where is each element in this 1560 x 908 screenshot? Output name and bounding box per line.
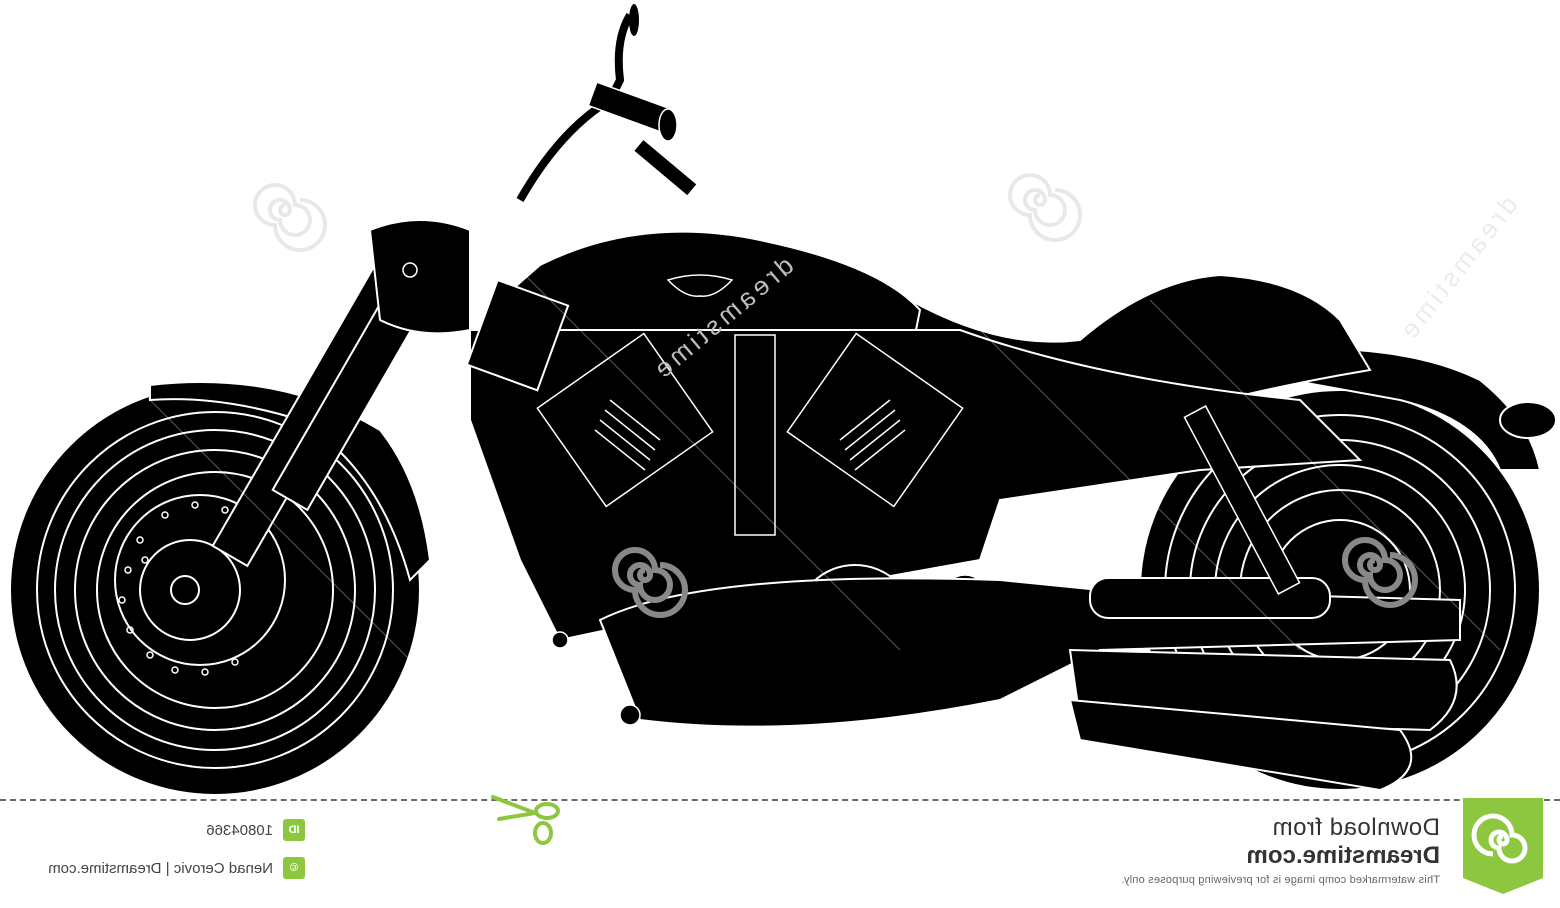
download-line-1: Download from xyxy=(1272,814,1440,841)
footer: Download from Dreamstime.com This waterm… xyxy=(0,798,1560,908)
watermark-spiral-icon xyxy=(612,547,688,618)
image-id-value: 10804366 xyxy=(206,821,273,839)
image-id-row: ID 10804366 xyxy=(48,818,305,842)
watermark-spiral-icon xyxy=(253,183,327,252)
image-meta: ID 10804366 © Nenad Cerovic | Dreamstime… xyxy=(48,818,305,894)
disclaimer-text: This watermarked comp image is for previ… xyxy=(1121,874,1440,886)
copyright-icon: © xyxy=(283,857,305,879)
id-badge-icon: ID xyxy=(283,819,305,841)
motorcycle-illustration xyxy=(9,4,1557,796)
download-notice: Download from Dreamstime.com This waterm… xyxy=(1121,814,1440,886)
scissors-icon xyxy=(491,795,560,845)
watermark-spiral-icon xyxy=(1008,173,1082,242)
dreamstime-logo-icon xyxy=(1463,798,1543,894)
watermark-spiral-icon xyxy=(1342,537,1418,608)
download-line-2-link[interactable]: Dreamstime.com xyxy=(1246,842,1440,869)
credit-text[interactable]: Nenad Cerovic | Dreamstime.com xyxy=(48,859,273,877)
credit-row: © Nenad Cerovic | Dreamstime.com xyxy=(48,856,305,880)
